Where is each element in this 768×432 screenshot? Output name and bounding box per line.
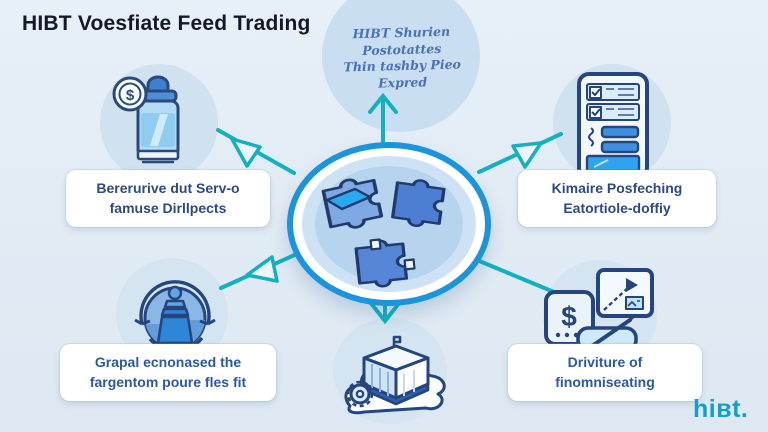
label-line: finomniseating (555, 374, 655, 391)
pencil-tip (628, 313, 638, 322)
calc-dot (555, 332, 561, 338)
podium-base (156, 315, 194, 345)
central-circle (287, 142, 491, 306)
coin-ring (118, 82, 142, 106)
panel-shine (593, 159, 609, 168)
podium-mid (160, 307, 190, 317)
building-stripes (371, 364, 389, 396)
phone-screen-panel (585, 154, 641, 173)
cycle-arrow-tip (199, 318, 216, 326)
page-title: HIBT Voesfiate Feed Trading (22, 12, 311, 35)
blue-bar (600, 125, 640, 139)
brand-logo: hiвt. (693, 395, 749, 423)
checkmark-icon (591, 108, 601, 116)
calculator-dollar-glyph: $ (561, 301, 577, 332)
gear-hub (355, 389, 365, 399)
label-line: Driviture of (567, 354, 643, 370)
arrow-upper-right (477, 132, 563, 174)
cycle-arrow-tip (134, 318, 151, 326)
jar-base (136, 149, 180, 161)
thumbnail-frame (625, 296, 644, 310)
cycle-arc-top (139, 280, 211, 325)
label-box-top-left: Bererurive dut Serv-o famuse Dirllpects (66, 170, 270, 227)
blue-bar (600, 140, 640, 154)
gear-icon (349, 383, 371, 405)
building-stripes (403, 370, 415, 396)
arrowhead-upper-left (230, 137, 262, 168)
play-icon (626, 278, 638, 292)
calc-dot (564, 332, 570, 338)
money-jar-icon: $ (112, 75, 180, 164)
label-box-bottom-left: Grapal ecnonased the fargentom poure fle… (60, 344, 276, 401)
puzzle-piece-left-face (325, 187, 372, 211)
label-box-top-right: Kimaire Posfeching Eatortiole-doffiy (518, 170, 716, 227)
pencil-icon (590, 318, 632, 348)
puzzle-piece-right (390, 175, 447, 231)
puzzle-knob-detail (403, 258, 416, 271)
trend-arrow (603, 285, 631, 311)
puzzle-knob-detail (369, 238, 382, 251)
gear-teeth (346, 380, 374, 408)
puzzle-pieces-icon (320, 172, 447, 291)
handwritten-note: HIBT Shurien Postotattes Thin tashby Pie… (325, 23, 479, 93)
checkmark-icon (591, 88, 601, 96)
building-flag (392, 335, 402, 346)
checkbox-icon (589, 86, 602, 99)
row-text-lines (606, 88, 634, 96)
checkbox-icon (589, 106, 602, 119)
arrowhead-lower-left (245, 255, 279, 283)
building-cloud-icon (344, 335, 446, 415)
label-line: famuse Dirllpects (109, 200, 227, 217)
squiggle-detail (588, 127, 594, 147)
label-line: Eatortiole-doffiy (563, 200, 671, 217)
row-text-lines (606, 108, 634, 116)
thumbnail-detail (627, 300, 640, 307)
coin-dollar-glyph: $ (126, 87, 135, 104)
arrowhead-upper-right (511, 141, 543, 169)
label-line: Grapal ecnonased the (94, 354, 242, 370)
arrow-lower-left (219, 251, 301, 290)
jar-shine (150, 114, 168, 146)
label-line: Bererurive dut Serv-o (96, 180, 240, 196)
arrow-upper-left (216, 128, 296, 175)
note-blob (322, 0, 480, 132)
jar-lid (146, 75, 170, 93)
checklist-phone-icon (577, 72, 649, 180)
label-line: Kimaire Posfeching (551, 180, 683, 196)
podium-sphere (167, 285, 183, 301)
podium-top (163, 299, 187, 309)
label-box-bottom-right: Driviture of finomniseating (508, 344, 702, 401)
label-line: fargentom poure fles fit (89, 374, 247, 391)
